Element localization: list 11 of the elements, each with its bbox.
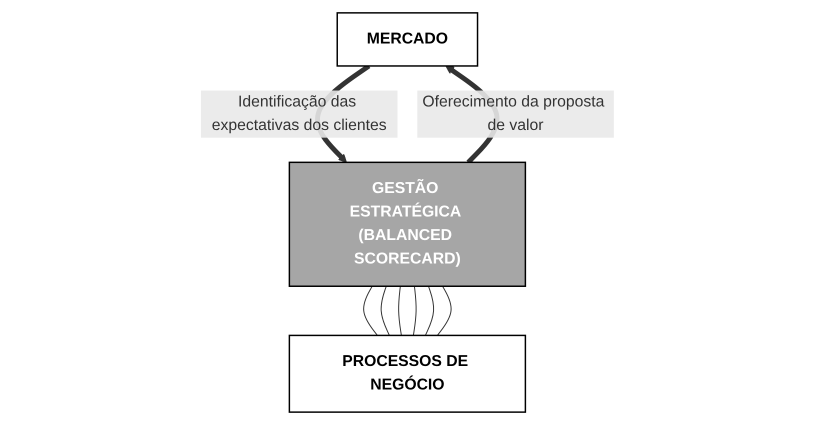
connector — [436, 286, 452, 336]
node-box: PROCESSOS DE NEGÓCIO — [288, 334, 526, 413]
edge-label: Identificação das expectativas dos clientes — [212, 94, 387, 134]
connector — [398, 286, 402, 336]
connector — [413, 286, 417, 336]
edge-label: Oferecimento da proposta de valor — [422, 94, 604, 134]
connector — [380, 286, 390, 336]
node-box: GESTÃO ESTRATÉGICA (BALANCED SCORECARD) — [288, 162, 526, 287]
connector — [363, 286, 378, 336]
node-box: MERCADO — [336, 12, 478, 67]
connector — [424, 286, 434, 336]
